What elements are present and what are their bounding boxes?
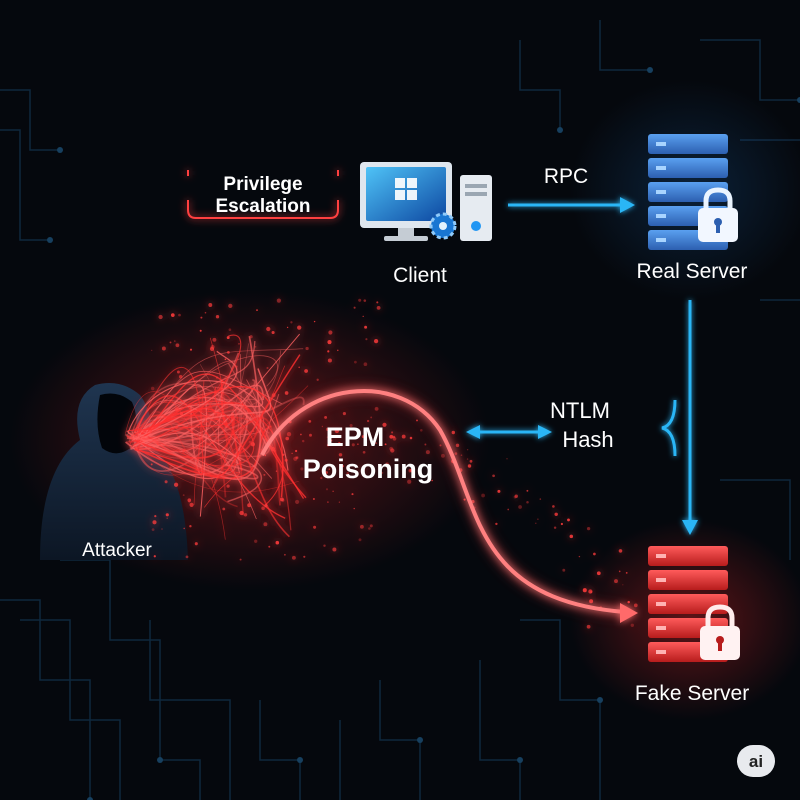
- fake-server-label: Fake Server: [635, 682, 749, 705]
- ntlm-label-line1: NTLM: [550, 398, 610, 423]
- privilege-label-line1: Privilege: [223, 174, 302, 195]
- rpc-arrow: [508, 197, 635, 213]
- desktop-computer-icon: [360, 162, 492, 241]
- ntlm-double-arrow: [466, 425, 552, 439]
- client-label: Client: [393, 264, 447, 287]
- rpc-label: RPC: [544, 165, 588, 188]
- ai-badge-text: ai: [749, 752, 763, 771]
- ai-badge: ai: [737, 745, 775, 777]
- epm-label-line1: EPM: [326, 422, 385, 452]
- fake-server-icon: [648, 546, 728, 662]
- epm-label-line2: Poisoning: [303, 454, 434, 484]
- circuit-nodes: [47, 67, 800, 800]
- real-to-fake-arrow: [682, 300, 698, 535]
- privilege-escalation-frame: [187, 170, 339, 219]
- privilege-label-line2: Escalation: [215, 196, 310, 217]
- lock-icon: [700, 604, 740, 660]
- ntlm-brace: [661, 399, 677, 457]
- real-server-label: Real Server: [637, 260, 748, 283]
- lock-icon: [698, 187, 738, 242]
- attacker-label: Attacker: [82, 540, 152, 561]
- epm-poisoning-arrow: [257, 386, 638, 623]
- ntlm-label-line2: Hash: [562, 427, 613, 452]
